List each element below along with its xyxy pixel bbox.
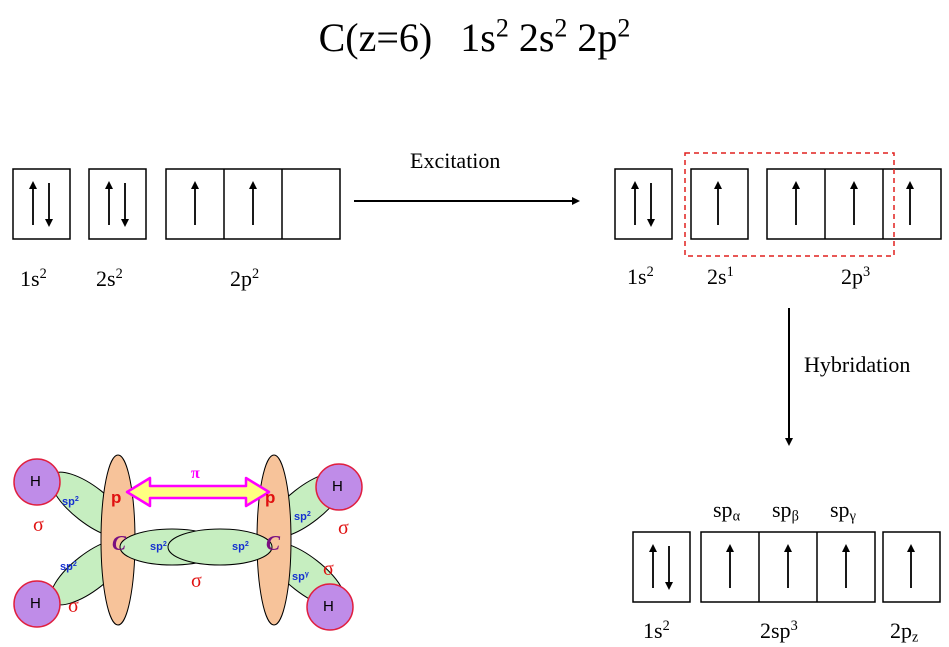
hybridation-label: Hybridation (804, 352, 911, 377)
hybrid-2pz-box (882, 531, 941, 603)
sigma-label-lower-right: σ (323, 558, 334, 580)
hydrogen-atom-lower-left (13, 580, 61, 628)
hydrogen-atom-upper-right (315, 463, 363, 511)
sp2-label-upper-left: sp2 (62, 495, 79, 508)
sigma-label-upper-right: σ (338, 517, 349, 539)
ground-2s-box (88, 168, 147, 240)
excited-1s-label: 1s2 (627, 264, 654, 289)
hydrogen-label-upper-left: H (30, 473, 41, 490)
ground-2s-label: 2s2 (96, 266, 123, 291)
title-config-2s: 2s (518, 15, 555, 60)
title-exp-2s: 2 (554, 13, 568, 43)
hybrid-sp-boxes (700, 531, 876, 603)
title-exp-1s: 2 (495, 13, 509, 43)
hybrid-sp-gamma-label: spγ (830, 497, 856, 525)
element-label: C(z=6) (318, 15, 433, 60)
hybrid-2pz-label: 2pz (890, 618, 919, 646)
hybrid-2sp3-label: 2sp3 (760, 618, 798, 643)
pi-bond-arrow (125, 476, 271, 508)
carbon-label-left: C (112, 531, 127, 555)
sp-gamma-label-lower-right: spγ (292, 570, 309, 583)
hybrid-sp-alpha-label: spα (713, 497, 741, 525)
excited-1s-box (614, 168, 673, 240)
electron-configuration-title: C(z=6)1s2 2s2 2p2 (0, 14, 949, 61)
excited-2p-boxes (766, 168, 942, 240)
hybridizing-orbitals-highlight (684, 152, 895, 257)
ground-1s-label: 1s2 (20, 266, 47, 291)
carbon-label-right: C (266, 531, 281, 555)
p-orbital-label-left: p (111, 488, 122, 507)
p-orbital-label-right: p (265, 488, 276, 507)
ground-2p-label: 2p2 (230, 266, 260, 291)
ground-1s-box (12, 168, 71, 240)
title-exp-2p: 2 (617, 13, 631, 43)
sp2-label-cc-right: sp2 (232, 540, 249, 553)
title-config-1s: 1s (460, 15, 496, 60)
hybrid-1s-label: 1s2 (643, 618, 670, 643)
hybrid-sp-beta-label: spβ (772, 497, 799, 525)
sp2-label-cc-left: sp2 (150, 540, 167, 553)
pi-bond-label: π (191, 465, 200, 482)
hybrid-1s-box (632, 531, 691, 603)
sp2-label-upper-right: sp2 (294, 510, 311, 523)
sp2-label-lower-left: sp2 (60, 560, 77, 573)
ground-2p-boxes (165, 168, 341, 240)
sigma-label-lower-left: σ (68, 595, 79, 617)
hydrogen-label-lower-right: H (323, 598, 334, 615)
sp2-lobe-cc-right (167, 528, 273, 566)
hydrogen-atom-upper-left (13, 458, 61, 506)
excited-2p-label: 2p3 (841, 264, 871, 289)
sigma-label-upper-left: σ (33, 514, 44, 536)
ethylene-molecule (13, 454, 363, 631)
title-config-2p: 2p (577, 15, 618, 60)
hydrogen-atom-lower-right (306, 583, 354, 631)
excited-2s-label: 2s1 (707, 264, 734, 289)
sigma-label-center: σ (191, 570, 202, 592)
hydrogen-label-upper-right: H (332, 478, 343, 495)
hydrogen-label-lower-left: H (30, 595, 41, 612)
excitation-label: Excitation (410, 148, 501, 173)
excited-2s-box (690, 168, 749, 240)
